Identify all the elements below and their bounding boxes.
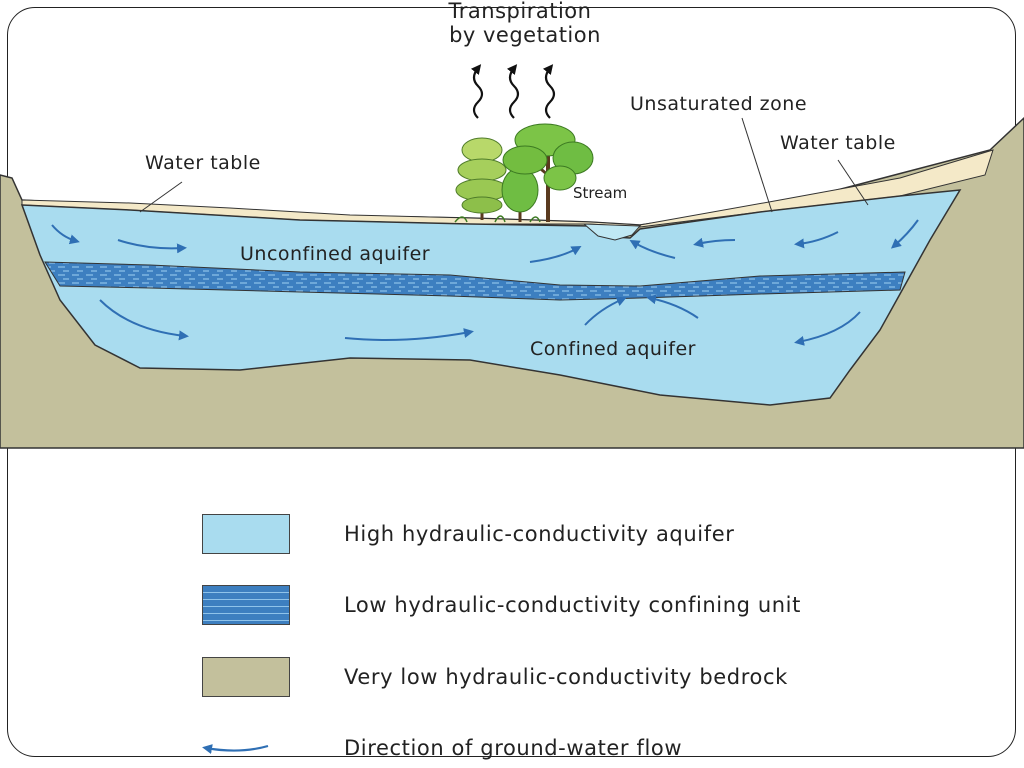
flow-arrow [529, 246, 582, 263]
transpiration-label-line1: Transpiration [448, 0, 592, 23]
flow-arrow [646, 294, 699, 319]
legend-flow-arrow-icon [202, 744, 269, 754]
transpiration-arrows [470, 64, 556, 119]
confining-unit [44, 261, 906, 301]
flow-arrow [794, 231, 839, 249]
groundwater-flow-arrows [51, 219, 919, 346]
transpiration-label-line2: by vegetation [449, 23, 601, 47]
legend-label-aquifer: High hydraulic-conductivity aquifer [344, 522, 735, 546]
flow-arrow [693, 237, 736, 248]
unsaturated-zone-label: Unsaturated zone [630, 93, 807, 115]
flow-arrow [794, 311, 861, 346]
vegetation [454, 123, 594, 223]
unsaturated-zone-leader [741, 117, 773, 213]
stream [582, 223, 642, 241]
water-table-right-leader [837, 159, 869, 206]
water-table-right-label: Water table [780, 132, 896, 154]
legend-label-flow: Direction of ground-water flow [344, 736, 683, 760]
water-table-left-label: Water table [145, 152, 261, 174]
confined-aquifer-label: Confined aquifer [530, 338, 696, 360]
unconfined-aquifer-label: Unconfined aquifer [240, 243, 430, 265]
flow-arrow [117, 239, 187, 254]
legend-label-confining-unit: Low hydraulic-conductivity confining uni… [344, 593, 801, 617]
legend-swatch-confining-unit [202, 585, 290, 625]
flow-arrow [629, 239, 676, 259]
water-table-left-leader [139, 181, 183, 213]
stream-label: Stream [573, 184, 627, 202]
flow-arrow [890, 219, 919, 249]
legend-swatch-bedrock [202, 657, 290, 697]
legend-label-bedrock: Very low hydraulic-conductivity bedrock [344, 665, 788, 689]
flow-arrow [344, 328, 474, 341]
flow-arrow [99, 299, 189, 341]
flow-arrow [51, 224, 80, 245]
legend-swatch-aquifer [202, 514, 290, 554]
flow-arrow [584, 296, 627, 326]
